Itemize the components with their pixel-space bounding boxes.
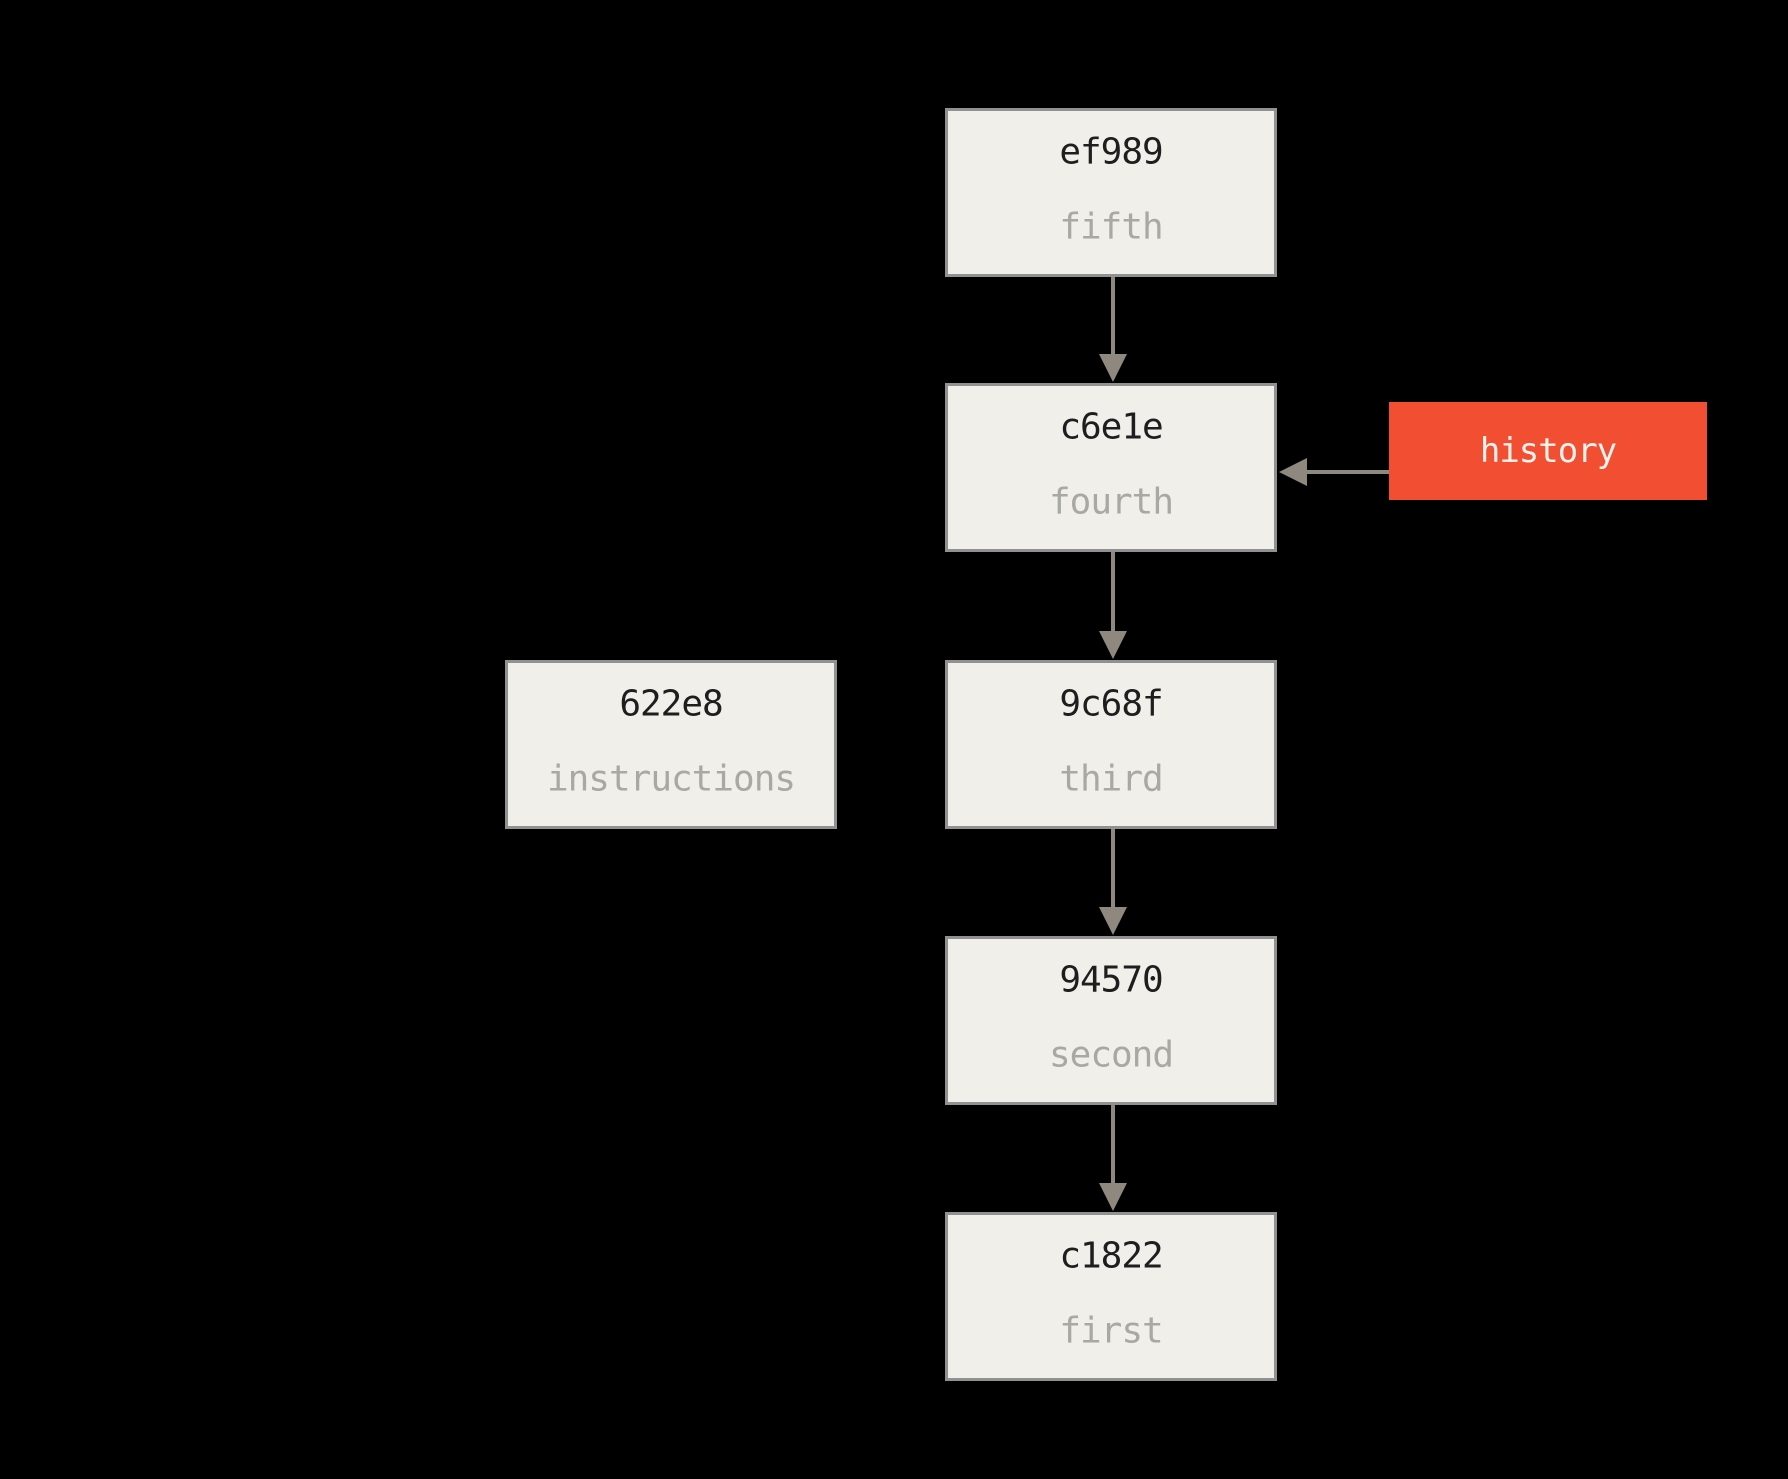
commit-hash: ef989 [1059,131,1163,173]
history-arrow-line [1305,470,1389,474]
commit-hash: 94570 [1059,959,1163,1001]
arrowhead-down-icon [1099,354,1127,382]
parent-arrow-line [1111,277,1115,357]
parent-arrow-line [1111,829,1115,910]
history-ref-label: history [1479,431,1617,471]
parent-arrow-line [1111,552,1115,634]
instructions-node: 622e8 instructions [505,660,837,829]
parent-arrow-line [1111,1105,1115,1186]
arrowhead-down-icon [1099,907,1127,935]
commit-hash: 9c68f [1059,683,1163,725]
commit-node-first: c1822 first [945,1212,1277,1381]
arrowhead-left-icon [1279,458,1307,486]
commit-message: second [1048,1034,1174,1076]
history-ref-box: history [1389,402,1707,500]
commit-message: fifth [1059,206,1163,248]
commit-node-third: 9c68f third [945,660,1277,829]
commit-node-fifth: ef989 fifth [945,108,1277,277]
instructions-label: instructions [546,758,796,800]
instructions-hash: 622e8 [619,683,723,725]
arrowhead-down-icon [1099,1183,1127,1211]
commit-hash: c1822 [1059,1235,1163,1277]
arrowhead-down-icon [1099,631,1127,659]
commit-hash: c6e1e [1059,406,1163,448]
commit-message: first [1059,1310,1163,1352]
commit-node-fourth: c6e1e fourth [945,383,1277,552]
commit-message: fourth [1048,481,1174,523]
commit-node-second: 94570 second [945,936,1277,1105]
commit-message: third [1059,758,1163,800]
